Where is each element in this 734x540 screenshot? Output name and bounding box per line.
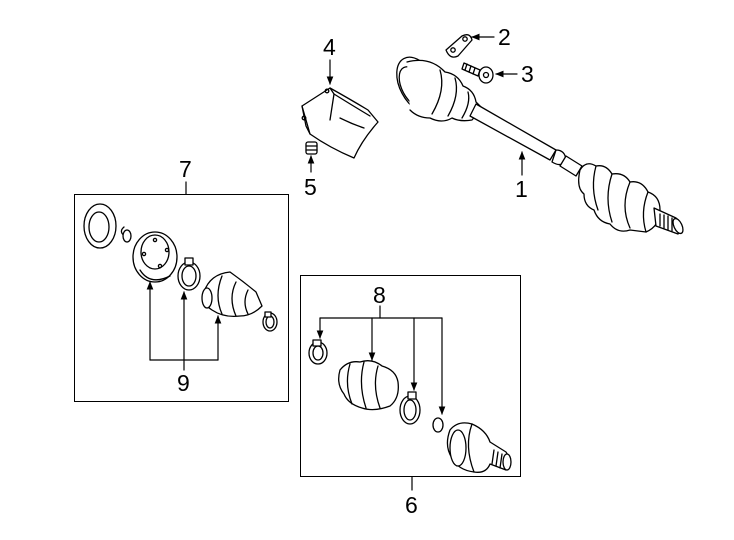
lock-plate (445, 34, 473, 58)
kit-box-6 (300, 275, 521, 477)
axle-shaft-assembly (396, 56, 684, 235)
callout-5: 5 (304, 174, 317, 200)
boot-6 (338, 360, 399, 411)
callout-7: 7 (179, 156, 192, 182)
inner-cv-boot (396, 56, 483, 122)
callout-2: 2 (498, 24, 511, 50)
callout-4: 4 (323, 34, 336, 60)
clamp-6b (399, 391, 421, 425)
outer-cv-joint (446, 422, 512, 473)
leader-lines (146, 33, 526, 491)
kit-box-7 (74, 194, 289, 402)
boot-7 (201, 271, 263, 318)
callout-6: 6 (405, 492, 418, 518)
callout-1: 1 (515, 176, 528, 202)
outer-cv-boot (578, 163, 684, 235)
shaft-bar (469, 103, 583, 177)
clamp-7a (177, 257, 201, 291)
clamp-7b (262, 311, 278, 332)
heat-shield (301, 87, 379, 159)
callout-8: 8 (373, 282, 386, 308)
seal-ring (83, 203, 117, 249)
callout-3: 3 (521, 61, 534, 87)
nut (305, 141, 318, 155)
cv-joint-housing (132, 231, 178, 283)
bolt (461, 62, 494, 84)
clamp-6a (308, 339, 328, 365)
callout-9: 9 (177, 370, 190, 396)
snap-ring-6 (432, 417, 444, 433)
